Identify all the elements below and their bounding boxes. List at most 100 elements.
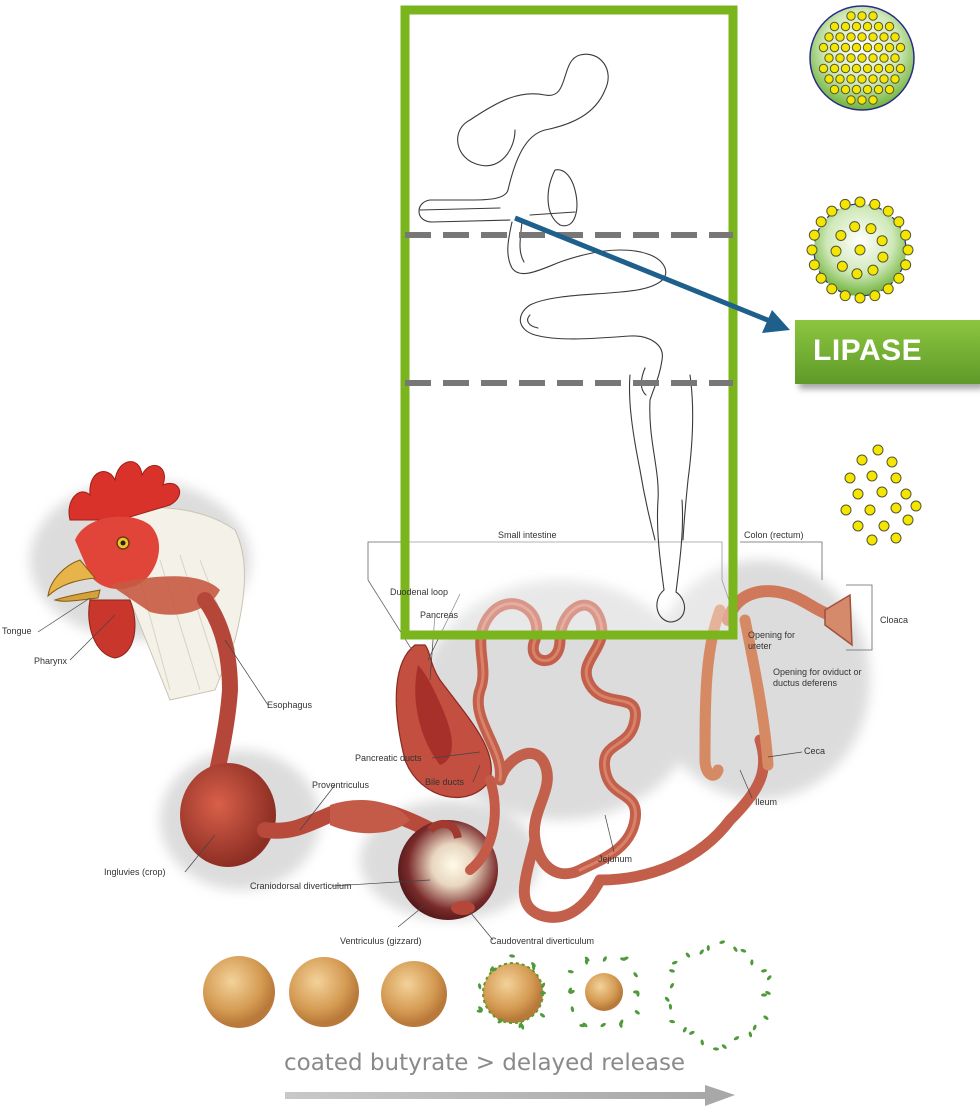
particle-dot	[885, 22, 893, 30]
particle-dot	[878, 252, 888, 262]
particle-dot	[837, 261, 847, 271]
particle-dot	[858, 96, 866, 104]
release-speck	[721, 1043, 728, 1049]
release-speck	[509, 954, 515, 958]
particle-dot	[827, 206, 837, 216]
particle-dot	[852, 269, 862, 279]
label-ingluvies: Ingluvies (crop)	[104, 867, 166, 878]
label-craniodorsal: Craniodorsal diverticulum	[250, 881, 352, 892]
particle-dot	[885, 43, 893, 51]
release-speck	[733, 1035, 740, 1041]
particle-dot	[877, 487, 887, 497]
label-ventriculus: Ventriculus (gizzard)	[340, 936, 422, 947]
particle-dot	[869, 54, 877, 62]
particle-dot	[836, 230, 846, 240]
particle-dot	[891, 473, 901, 483]
particle-dot	[891, 503, 901, 513]
particle-dot	[847, 33, 855, 41]
release-speck	[633, 971, 639, 978]
particle-dot	[847, 54, 855, 62]
particle-dot	[858, 12, 866, 20]
release-speck	[688, 1030, 695, 1036]
particle-dot	[819, 43, 827, 51]
particle-dot	[830, 85, 838, 93]
particle-dot	[887, 457, 897, 467]
label-small-intestine: Small intestine	[498, 530, 557, 541]
particle-dot	[840, 291, 850, 301]
particle-dot	[870, 199, 880, 209]
label-pharynx: Pharynx	[34, 656, 67, 667]
label-bile-ducts: Bile ducts	[425, 777, 464, 788]
label-pancreas: Pancreas	[420, 610, 458, 621]
release-speck	[750, 959, 754, 965]
particle-dot	[809, 230, 819, 240]
particle-dot	[816, 217, 826, 227]
release-caption: coated butyrate > delayed release	[284, 1050, 685, 1076]
particle-dot	[807, 245, 817, 255]
particle-dot	[830, 64, 838, 72]
particle-dot	[903, 515, 913, 525]
particle-dot	[891, 54, 899, 62]
release-speck	[669, 969, 676, 974]
release-speck	[636, 991, 639, 997]
particle-dot	[885, 85, 893, 93]
particle-dot	[863, 85, 871, 93]
release-speck	[713, 1047, 719, 1051]
particle-dot	[858, 33, 866, 41]
particle-dot	[883, 284, 893, 294]
pellet-3	[381, 961, 447, 1027]
intestine-frame	[405, 10, 733, 635]
release-speck	[700, 1039, 704, 1046]
particle-dot	[858, 75, 866, 83]
particle-dot	[901, 260, 911, 270]
label-cloaca: Cloaca	[880, 615, 908, 626]
release-speck	[740, 948, 747, 953]
particle-dot	[841, 22, 849, 30]
release-speck	[761, 993, 767, 996]
particle-dot	[891, 33, 899, 41]
pellet-2	[289, 957, 359, 1027]
particle-dot	[891, 533, 901, 543]
particle-dot	[867, 535, 877, 545]
release-speck	[602, 956, 608, 963]
particle-dot	[836, 75, 844, 83]
rooster-head	[48, 462, 244, 700]
particle-dot	[867, 471, 877, 481]
release-speck	[671, 960, 678, 965]
particle-dot	[880, 54, 888, 62]
particle-dot	[852, 22, 860, 30]
particle-dot	[825, 54, 833, 62]
release-direction-arrow	[285, 1085, 735, 1106]
particle-dot	[857, 455, 867, 465]
particle-dot	[863, 64, 871, 72]
particle-dot	[896, 43, 904, 51]
label-caudoventral: Caudoventral diverticulum	[490, 936, 594, 947]
particle-dot	[874, 43, 882, 51]
releasing-granule-icon	[807, 197, 913, 303]
particle-dot	[845, 473, 855, 483]
particle-dot	[911, 501, 921, 511]
label-opening-ureter: Opening for ureter	[748, 630, 810, 652]
release-speck	[685, 952, 691, 959]
gizzard	[398, 820, 498, 920]
particle-dot	[825, 75, 833, 83]
particle-dot	[841, 505, 851, 515]
particle-dot	[874, 22, 882, 30]
release-sequence	[203, 940, 772, 1051]
release-speck	[761, 969, 768, 973]
particle-dot	[865, 505, 875, 515]
release-speck	[540, 991, 546, 994]
particle-dot	[879, 521, 889, 531]
release-speck	[732, 946, 738, 953]
particle-dot	[847, 75, 855, 83]
crop	[180, 763, 276, 867]
particle-dot	[869, 33, 877, 41]
particle-dot	[830, 43, 838, 51]
release-speck	[763, 1015, 770, 1021]
particle-dot	[901, 489, 911, 499]
particle-dot	[816, 273, 826, 283]
particle-dot	[883, 206, 893, 216]
release-speck	[719, 940, 726, 945]
particle-dot	[850, 222, 860, 232]
release-speck	[699, 949, 705, 956]
